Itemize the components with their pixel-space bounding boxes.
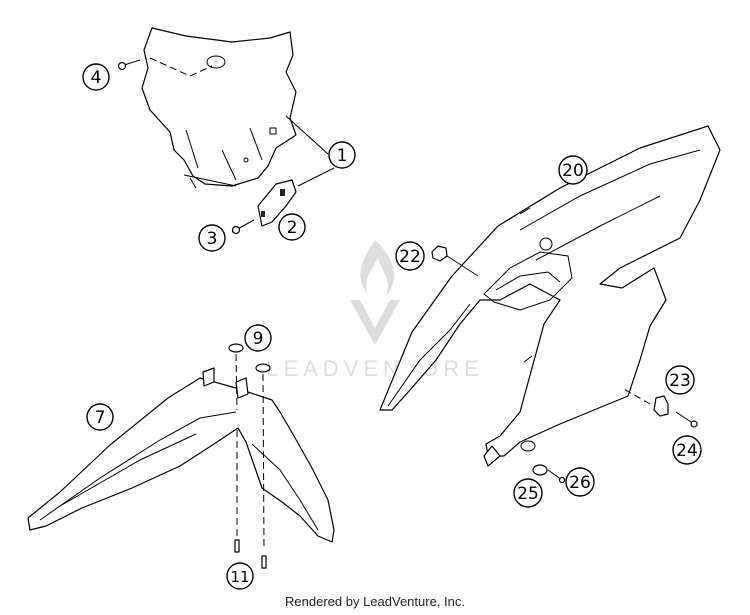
callout-26: 26 <box>565 467 595 497</box>
svg-text:22: 22 <box>399 247 421 267</box>
watermark-text: LEADVENTURE <box>266 356 484 381</box>
svg-text:2: 2 <box>287 218 298 238</box>
callout-20: 20 <box>558 155 588 185</box>
svg-text:25: 25 <box>517 484 539 504</box>
svg-text:1: 1 <box>337 146 348 166</box>
plate-bracket-part <box>257 179 297 227</box>
rear-fender-part <box>379 125 721 467</box>
callout-4: 4 <box>82 63 110 91</box>
leadventure-watermark: LEADVENTURE <box>266 240 484 381</box>
footer-credit: Rendered by LeadVenture, Inc. <box>285 594 465 609</box>
svg-text:24: 24 <box>676 441 698 461</box>
washer-part-25 <box>532 464 548 476</box>
callout-25: 25 <box>513 478 543 508</box>
nut-part-22 <box>431 245 448 262</box>
screw-part-26 <box>547 469 566 484</box>
svg-text:7: 7 <box>95 408 106 428</box>
front-fender-part <box>27 367 335 543</box>
callout-7: 7 <box>86 403 114 431</box>
callout-3: 3 <box>198 224 226 252</box>
svg-text:23: 23 <box>669 371 691 391</box>
svg-text:26: 26 <box>569 473 591 493</box>
fender-washers-part <box>228 343 271 373</box>
screw-part-24 <box>675 411 698 428</box>
svg-text:9: 9 <box>253 329 264 349</box>
svg-text:4: 4 <box>91 68 102 88</box>
spacer-part-23 <box>653 395 669 417</box>
screw-part-4 <box>117 59 141 71</box>
callout-2: 2 <box>278 213 306 241</box>
callout-23: 23 <box>665 365 695 395</box>
callout-9: 9 <box>244 324 272 352</box>
fender-screws-part <box>234 539 267 569</box>
callout-24: 24 <box>672 435 702 465</box>
screw-part-3 <box>231 219 255 235</box>
callout-22: 22 <box>395 241 425 271</box>
svg-text:3: 3 <box>207 229 218 249</box>
callout-1: 1 <box>328 141 356 169</box>
number-plate-part <box>141 27 297 189</box>
svg-text:11: 11 <box>230 568 249 586</box>
svg-text:20: 20 <box>562 161 584 181</box>
callout-11: 11 <box>226 562 254 590</box>
